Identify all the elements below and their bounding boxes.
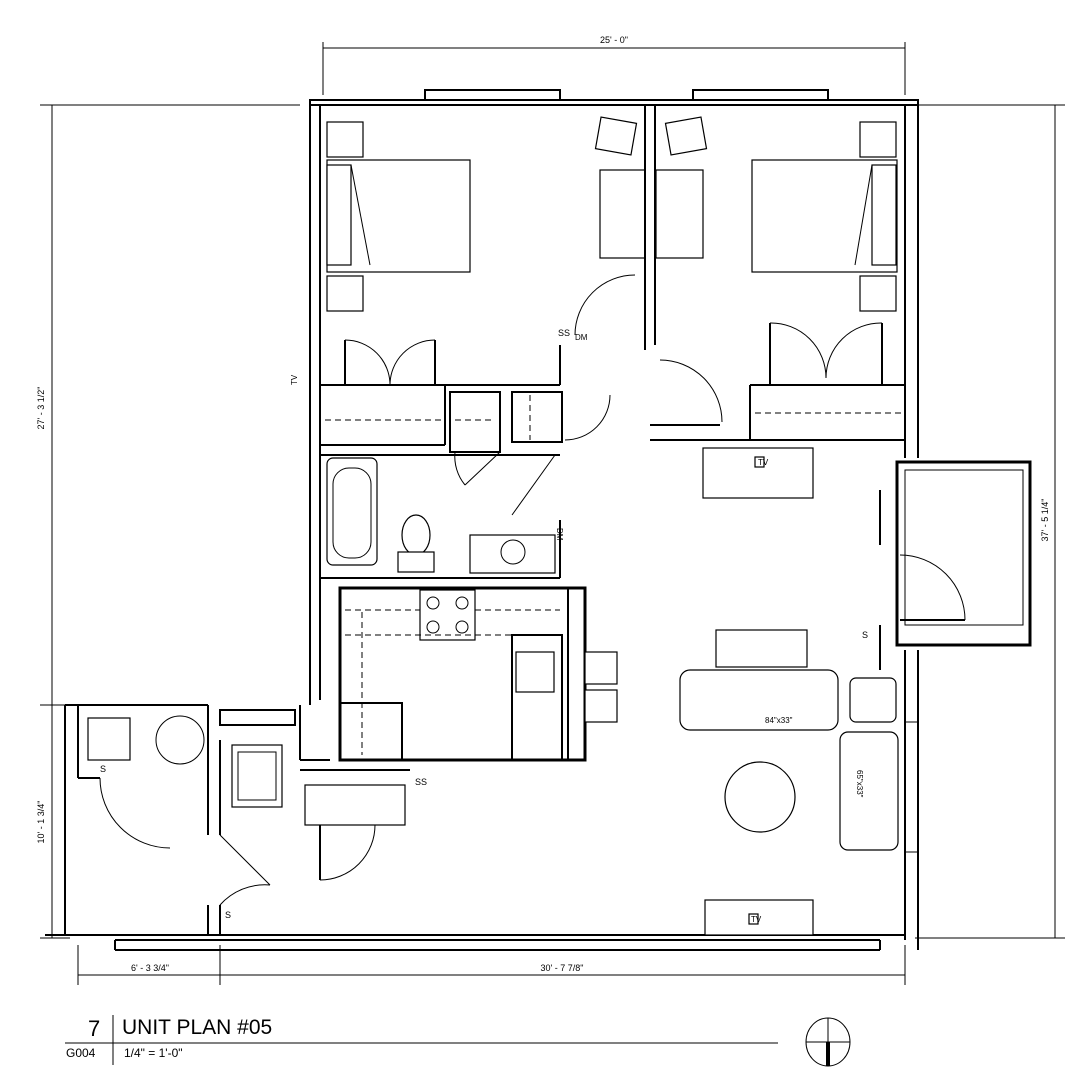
dim-right: 37' - 5 1/4" xyxy=(1040,499,1050,542)
dim-bottom-right: 30' - 7 7/8" xyxy=(541,963,584,973)
rug xyxy=(715,629,808,668)
switch-label: S xyxy=(862,630,868,640)
living-room xyxy=(679,629,919,936)
dim-bottom-left: 6' - 3 3/4" xyxy=(131,963,169,973)
nightstand xyxy=(326,275,364,312)
dim-left-upper: 27' - 3 1/2" xyxy=(36,387,46,430)
dw-label: DM xyxy=(555,528,564,541)
sink xyxy=(515,651,555,693)
console xyxy=(704,899,814,936)
bathroom xyxy=(320,391,611,579)
tv-label: TV xyxy=(751,915,762,924)
desk xyxy=(655,169,704,259)
drawing-scale: 1/4" = 1'-0" xyxy=(124,1046,183,1060)
bedroom-left xyxy=(320,105,656,446)
dim-left-lower: 10' - 1 3/4" xyxy=(36,801,46,844)
switch-label: S xyxy=(225,910,231,920)
sofa xyxy=(679,669,839,731)
vanity xyxy=(469,534,556,574)
switch-label: S xyxy=(100,764,106,774)
nightstand xyxy=(859,121,897,158)
tv-label: TV xyxy=(758,458,769,467)
cooktop xyxy=(419,589,476,641)
stool xyxy=(584,689,618,723)
bedroom-right xyxy=(650,116,905,499)
stool xyxy=(584,651,618,685)
desk xyxy=(599,169,646,259)
bathtub xyxy=(326,457,378,566)
dm-label: DM xyxy=(575,333,588,342)
laundry xyxy=(87,715,283,906)
north-arrow-icon xyxy=(805,1017,851,1067)
dryer xyxy=(155,715,205,765)
toilet xyxy=(401,514,431,556)
dim-top: 25' - 0" xyxy=(600,35,628,45)
drawing-number: 7 xyxy=(88,1016,101,1041)
nightstand xyxy=(859,275,897,312)
loveseat-size-label: 65"x33" xyxy=(855,770,864,798)
water-heater xyxy=(231,744,283,808)
tv-console xyxy=(702,447,814,499)
loveseat xyxy=(839,731,899,851)
balcony xyxy=(879,460,1032,670)
chair xyxy=(664,116,708,156)
sofa-size-label: 84"x33" xyxy=(765,716,793,725)
dimension-lines xyxy=(40,42,1065,985)
drawing-title: UNIT PLAN #05 xyxy=(122,1016,273,1039)
kitchen xyxy=(300,586,618,881)
washer xyxy=(87,717,131,761)
coffee-table xyxy=(724,761,796,833)
chair xyxy=(594,116,638,156)
tv-label-left: TV xyxy=(290,374,299,385)
nightstand xyxy=(326,121,364,158)
closet-shelf xyxy=(304,784,406,826)
switch-label: SS xyxy=(558,328,570,338)
sheet-number: G004 xyxy=(66,1046,96,1060)
armchair xyxy=(849,677,897,723)
switch-label: SS xyxy=(415,777,427,787)
